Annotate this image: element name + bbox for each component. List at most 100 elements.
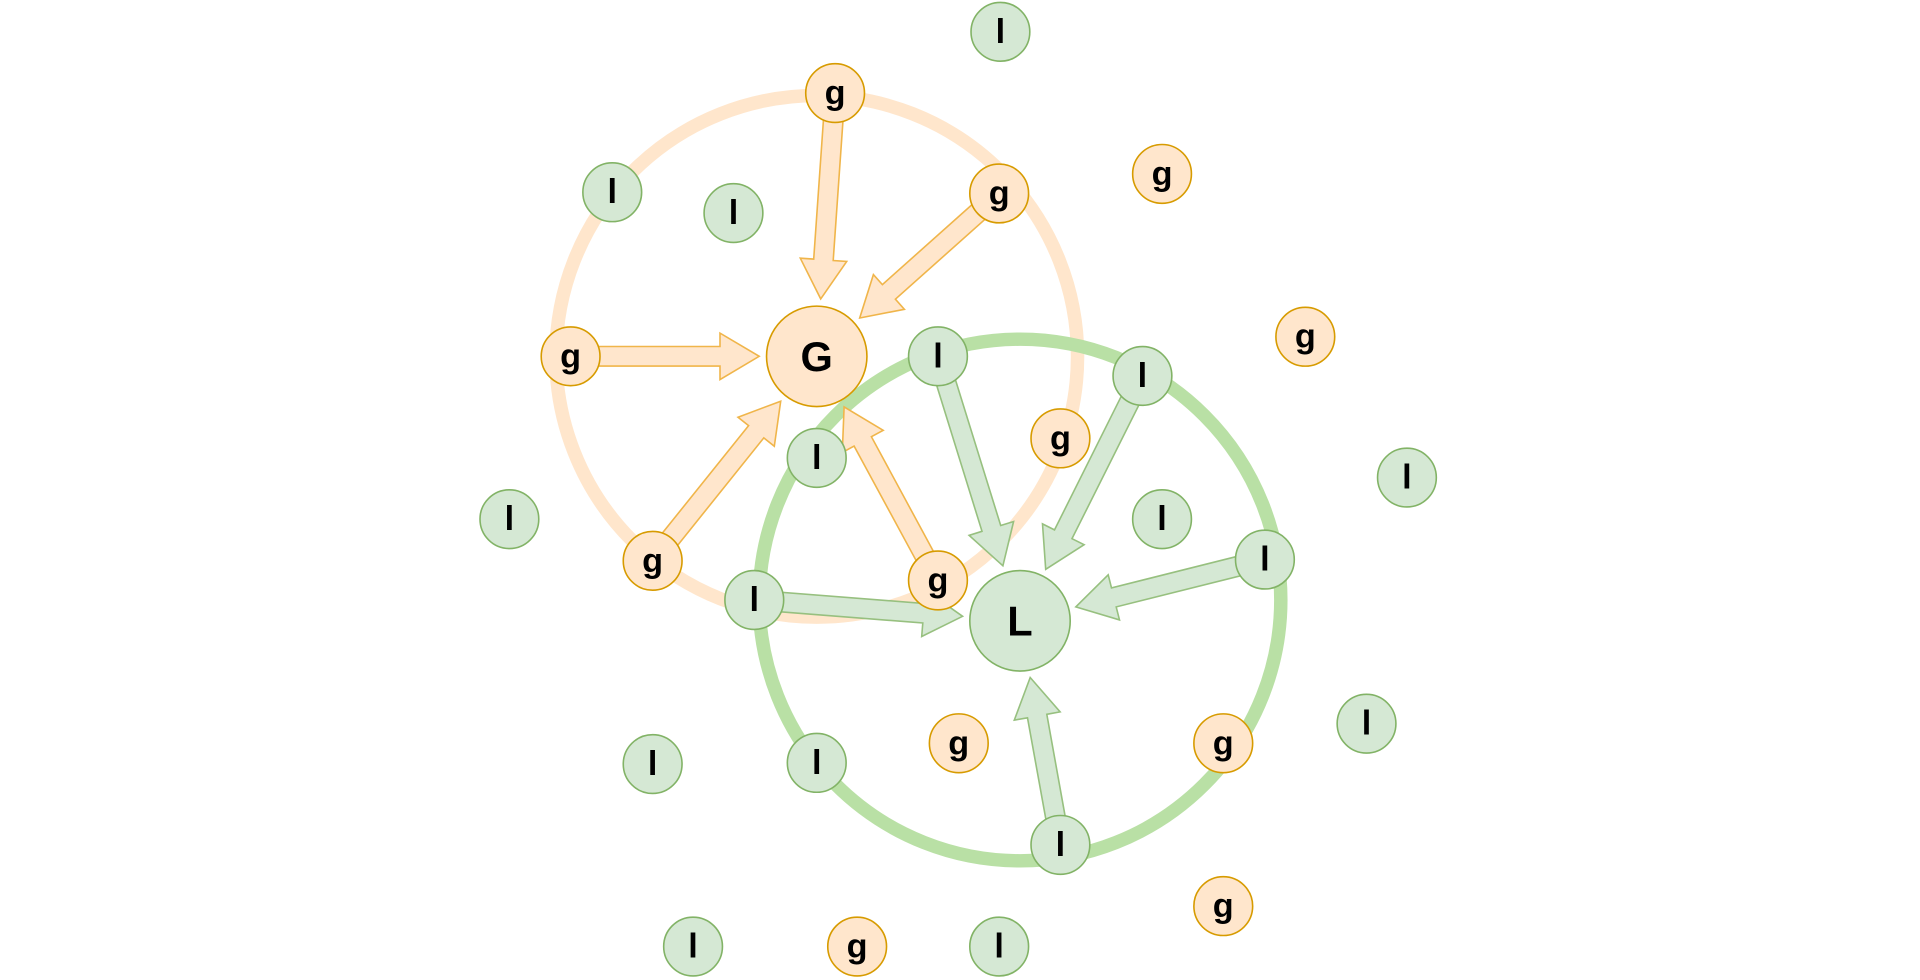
node-n28: g	[1193, 875, 1254, 937]
node-n6: g	[968, 163, 1030, 224]
node-label: l	[1260, 541, 1270, 579]
edge-arrow-n25-to-L	[1013, 675, 1067, 823]
node-n12: l	[786, 427, 847, 489]
node-label: l	[812, 744, 822, 782]
node-circle	[1275, 306, 1336, 367]
edge-arrow-n8-to-G	[595, 331, 761, 382]
node-circle	[1193, 875, 1254, 937]
node-n20: l	[786, 732, 847, 794]
node-circle	[622, 530, 683, 592]
node-label: l	[1056, 826, 1066, 864]
node-n5: g	[1131, 143, 1193, 205]
node-circle	[540, 326, 601, 387]
node-label: g	[825, 74, 846, 112]
node-label: G	[801, 333, 833, 380]
node-n27: l	[968, 916, 1030, 977]
node-n9: l	[907, 326, 969, 387]
node-label: g	[1152, 155, 1173, 193]
node-circle	[928, 713, 989, 774]
node-n21: g	[928, 713, 989, 774]
node-label: l	[729, 194, 739, 232]
node-circle	[968, 163, 1030, 224]
node-label: g	[1213, 887, 1234, 925]
node-circle	[1193, 713, 1254, 774]
node-n24: l	[662, 916, 724, 977]
node-n26: g	[826, 916, 888, 977]
hub-node-L: L	[968, 569, 1072, 672]
node-circle	[1234, 529, 1296, 590]
node-n22: g	[1193, 713, 1254, 774]
node-label: l	[996, 13, 1006, 51]
hub-node-G: G	[765, 305, 868, 408]
node-label: l	[505, 500, 515, 538]
node-label: l	[1138, 357, 1148, 395]
node-n10: l	[1112, 345, 1173, 407]
node-label: g	[989, 174, 1010, 212]
node-n3: l	[582, 162, 643, 223]
node-label: l	[648, 745, 658, 783]
node-circle	[724, 569, 785, 631]
node-circle	[765, 305, 868, 408]
node-n4: l	[703, 182, 764, 244]
node-n14: l	[1234, 529, 1296, 590]
node-n18: l	[479, 488, 540, 550]
node-label: l	[1157, 500, 1167, 538]
node-label: g	[1050, 419, 1071, 457]
edge-arrow-n9-to-L	[935, 376, 1015, 568]
node-circle	[826, 916, 888, 977]
node-circle	[786, 732, 847, 794]
node-circle	[1030, 814, 1091, 876]
node-circle	[968, 569, 1072, 672]
node-label: l	[812, 439, 822, 477]
node-circle	[1131, 488, 1193, 550]
node-circle	[1112, 345, 1173, 407]
node-n2: g	[804, 62, 866, 124]
node-label: g	[927, 561, 948, 599]
edge-arrow-n10-to-L	[1041, 393, 1141, 571]
node-label: g	[1295, 318, 1316, 356]
node-circle	[968, 916, 1030, 977]
edge-arrow-n2-to-G	[798, 116, 849, 301]
node-label: l	[1362, 705, 1372, 743]
node-n1: l	[970, 1, 1031, 63]
node-label: l	[607, 173, 617, 211]
node-circle	[622, 733, 683, 795]
node-circle	[703, 182, 764, 244]
node-circle	[479, 488, 540, 550]
node-circle	[662, 916, 724, 977]
node-circle	[804, 62, 866, 124]
node-circle	[1376, 447, 1438, 508]
node-n19: l	[622, 733, 683, 795]
edge-arrow-n14-to-L	[1074, 555, 1244, 622]
edge-arrows	[595, 116, 1244, 823]
node-label: l	[750, 581, 760, 619]
edge-arrow-n15-to-G	[659, 399, 782, 549]
node-label: l	[994, 928, 1004, 966]
node-label: g	[642, 542, 663, 580]
node-circle	[907, 326, 969, 387]
node-label: L	[1007, 597, 1032, 644]
edge-arrow-n6-to-G	[858, 201, 988, 320]
node-label: l	[688, 928, 698, 966]
node-circle	[1336, 693, 1397, 754]
node-n7: g	[1275, 306, 1336, 367]
node-label: g	[847, 928, 868, 966]
node-label: l	[1402, 459, 1412, 497]
node-circle	[970, 1, 1031, 63]
node-circle	[907, 550, 969, 611]
node-n17: l	[724, 569, 785, 631]
node-n8: g	[540, 326, 601, 387]
node-n15: g	[622, 530, 683, 592]
node-label: g	[1213, 724, 1234, 762]
node-n11: g	[1030, 408, 1091, 469]
node-circle	[582, 162, 643, 223]
node-label: g	[948, 724, 969, 762]
node-circle	[786, 427, 847, 489]
node-n16: g	[907, 550, 969, 611]
node-circle	[1131, 143, 1193, 205]
node-label: l	[933, 337, 943, 375]
node-n29: l	[1131, 488, 1193, 550]
node-circle	[1030, 408, 1091, 469]
